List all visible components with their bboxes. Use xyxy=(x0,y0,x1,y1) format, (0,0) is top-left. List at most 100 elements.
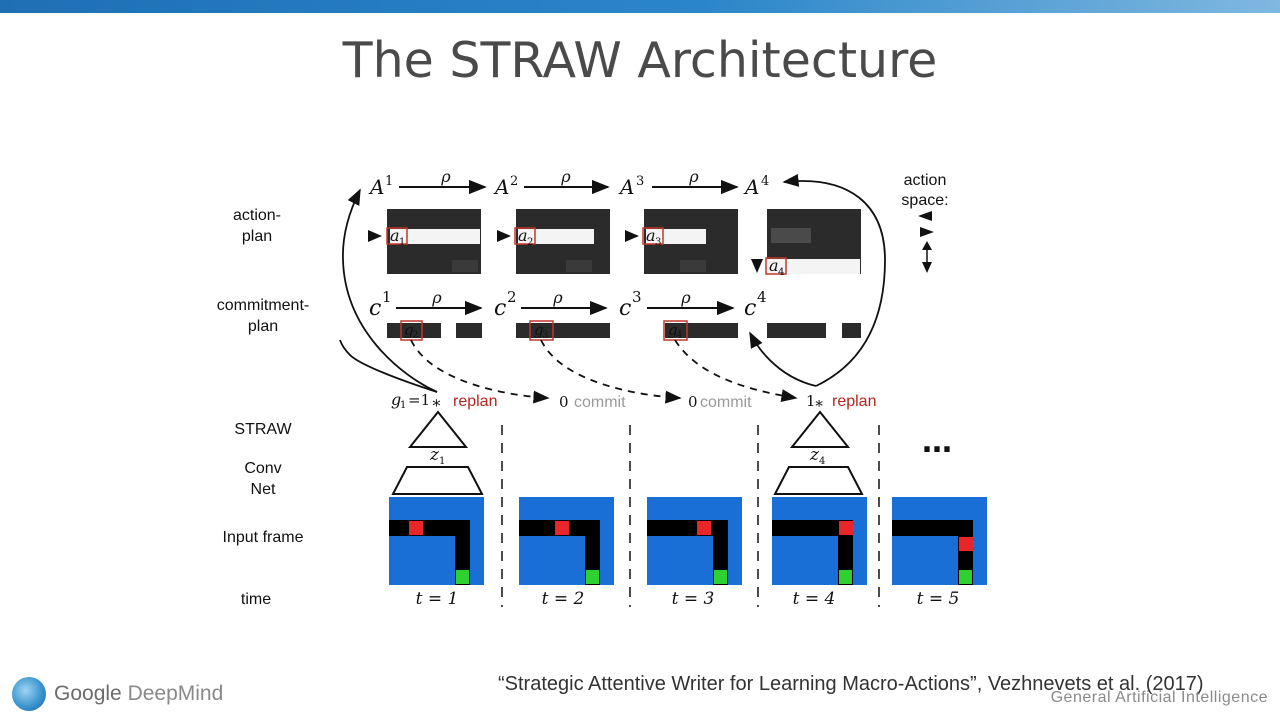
deepmind-logo: Google DeepMind xyxy=(12,676,223,712)
svg-text:3: 3 xyxy=(542,330,548,341)
svg-text:2: 2 xyxy=(527,237,533,248)
replan-label-t4: replan xyxy=(832,393,876,410)
commit-label-t2: commit xyxy=(574,394,626,411)
replan-arrow-to-c4 xyxy=(749,331,817,387)
action-label-a4: a 4 xyxy=(769,256,784,278)
commitment-plan-bar-1 xyxy=(387,320,482,341)
rho-label: ρ xyxy=(440,167,451,186)
pointer-arrow-icon xyxy=(751,259,763,273)
action-node-A4: A 4 xyxy=(743,174,769,199)
rho-label: ρ xyxy=(431,288,442,307)
svg-text:c: c xyxy=(619,296,631,321)
action-plan-matrix-1 xyxy=(386,209,481,274)
svg-text:A: A xyxy=(493,175,509,199)
svg-text:a: a xyxy=(518,226,528,245)
svg-text:3: 3 xyxy=(632,288,642,306)
top-accent-bar xyxy=(0,0,1280,13)
action-node-A3: A 3 xyxy=(618,174,644,199)
svg-text:a: a xyxy=(646,226,656,245)
svg-text:4: 4 xyxy=(778,267,784,278)
time-label-t2: t = 2 xyxy=(542,589,585,609)
input-frame-t1 xyxy=(389,497,484,585)
gate-dashed-arrow-3 xyxy=(674,339,798,402)
commitment-plan-bar-2 xyxy=(516,320,610,341)
arrow-down-icon xyxy=(922,262,932,273)
svg-text:g: g xyxy=(534,321,544,339)
action-plan-matrix-3 xyxy=(642,209,738,274)
svg-text:1: 1 xyxy=(400,400,406,411)
deepmind-logo-icon xyxy=(12,677,46,711)
svg-text:a: a xyxy=(390,226,400,245)
svg-text:A: A xyxy=(743,175,759,199)
rho-label: ρ xyxy=(560,167,571,186)
commitment-plan-bar-4 xyxy=(767,323,861,338)
gate-label-g2: g 2 xyxy=(404,321,418,341)
arrow-right-icon xyxy=(920,227,934,237)
label-input-frame: Input frame xyxy=(223,529,304,546)
label-commitment-plan-1: commitment- xyxy=(217,297,309,314)
gate-value-t2: 0 xyxy=(559,393,569,411)
input-frame-t3 xyxy=(647,497,742,585)
svg-text:=1: =1 xyxy=(408,391,430,409)
rho-label: ρ xyxy=(552,288,563,307)
feature-label-z4: z 4 xyxy=(809,445,825,467)
input-frame-t2 xyxy=(519,497,614,585)
logo-text: Google DeepMind xyxy=(54,682,223,706)
svg-text:c: c xyxy=(494,296,506,321)
pointer-arrow-icon xyxy=(625,230,639,242)
label-action-plan-2: plan xyxy=(242,228,272,245)
action-space-label-2: space: xyxy=(901,192,948,209)
logo-google: Google xyxy=(54,682,122,705)
gate-label-g4: g 4 xyxy=(668,321,682,341)
svg-text:a: a xyxy=(769,256,779,275)
replan-arrow-to-c1 xyxy=(339,339,438,393)
time-label-t1: t = 1 xyxy=(416,589,459,609)
arrow-up-icon xyxy=(922,241,932,250)
svg-text:2: 2 xyxy=(507,288,517,306)
svg-text:4: 4 xyxy=(676,330,682,341)
svg-text:2: 2 xyxy=(510,174,518,189)
svg-text:A: A xyxy=(368,175,384,199)
action-plan-matrix-2 xyxy=(514,209,610,274)
label-action-plan-1: action- xyxy=(233,207,281,224)
action-label-a2: a 2 xyxy=(518,226,533,248)
label-time: time xyxy=(241,591,271,608)
svg-text:4: 4 xyxy=(757,288,767,306)
footer-tagline: General Artificial Intelligence xyxy=(1050,689,1268,706)
svg-text:z: z xyxy=(809,445,820,465)
action-space-label-1: action xyxy=(904,172,947,189)
action-label-a1: a 1 xyxy=(390,226,405,248)
svg-text:∗: ∗ xyxy=(814,394,824,412)
citation: “Strategic Attentive Writer for Learning… xyxy=(498,673,1204,695)
gate-dashed-arrow-2 xyxy=(540,339,682,404)
svg-text:4: 4 xyxy=(819,456,825,467)
svg-text:4: 4 xyxy=(761,174,769,189)
logo-deepmind: DeepMind xyxy=(127,682,224,705)
feature-label-z1: z 1 xyxy=(429,445,445,467)
svg-text:g: g xyxy=(391,390,401,409)
commitment-node-c2: c 2 xyxy=(494,288,517,321)
svg-text:3: 3 xyxy=(636,174,644,189)
svg-text:1: 1 xyxy=(385,174,393,189)
convnet-module-t4 xyxy=(773,466,864,495)
arrow-left-icon xyxy=(918,211,932,221)
replan-label-t1: replan xyxy=(453,393,497,410)
commit-label-t3: commit xyxy=(700,394,752,411)
svg-text:g: g xyxy=(404,321,414,339)
svg-text:1: 1 xyxy=(439,456,445,467)
svg-text:c: c xyxy=(744,296,756,321)
svg-text:2: 2 xyxy=(412,330,418,341)
svg-text:3: 3 xyxy=(655,237,661,248)
label-conv-1: Conv xyxy=(244,460,281,477)
convnet-module-t1 xyxy=(391,466,484,495)
label-commitment-plan-2: plan xyxy=(248,318,278,335)
pointer-arrow-icon xyxy=(497,230,511,242)
input-frame-t5 xyxy=(892,497,987,585)
gate-value-t4: 1 ∗ xyxy=(806,392,824,412)
label-straw: STRAW xyxy=(234,421,292,438)
time-label-t5: t = 5 xyxy=(917,589,960,609)
svg-text:1: 1 xyxy=(806,392,816,410)
ellipsis: … xyxy=(922,425,952,460)
straw-module-t4 xyxy=(789,410,851,448)
